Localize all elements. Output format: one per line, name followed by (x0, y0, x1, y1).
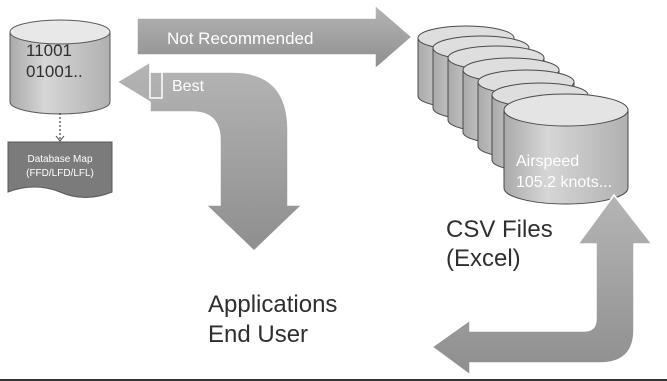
not-recommended-label: Not Recommended (167, 29, 313, 48)
csv-cylinder-line2: 105.2 knots... (516, 174, 612, 191)
csv-to-applications-arrow (430, 193, 654, 377)
csv-files-label-line2: (Excel) (446, 245, 521, 272)
database-map-line2: (FFD/LFD/LFL) (26, 168, 94, 179)
source-database-cylinder: 11001 01001.. (9, 19, 111, 115)
database-map-line1: Database Map (27, 154, 92, 165)
database-map-box: Database Map (FFD/LFD/LFL) (7, 141, 113, 198)
csv-files-stack: Airspeed 105.2 knots... (417, 25, 629, 205)
source-db-line1: 11001 (26, 41, 72, 60)
best-arrow: Best (115, 60, 304, 253)
applications-label-line1: Applications (208, 291, 337, 318)
map-connector-arrowhead (55, 135, 65, 142)
not-recommended-arrow: Not Recommended (136, 3, 414, 71)
csv-files-label-line1: CSV Files (446, 216, 553, 243)
source-db-line2: 01001.. (26, 62, 83, 81)
csv-cylinder-line1: Airspeed (516, 153, 579, 170)
csv-cylinder-front: Airspeed 105.2 knots... (503, 93, 629, 205)
best-label: Best (172, 78, 205, 95)
applications-label-line2: End User (208, 321, 308, 348)
